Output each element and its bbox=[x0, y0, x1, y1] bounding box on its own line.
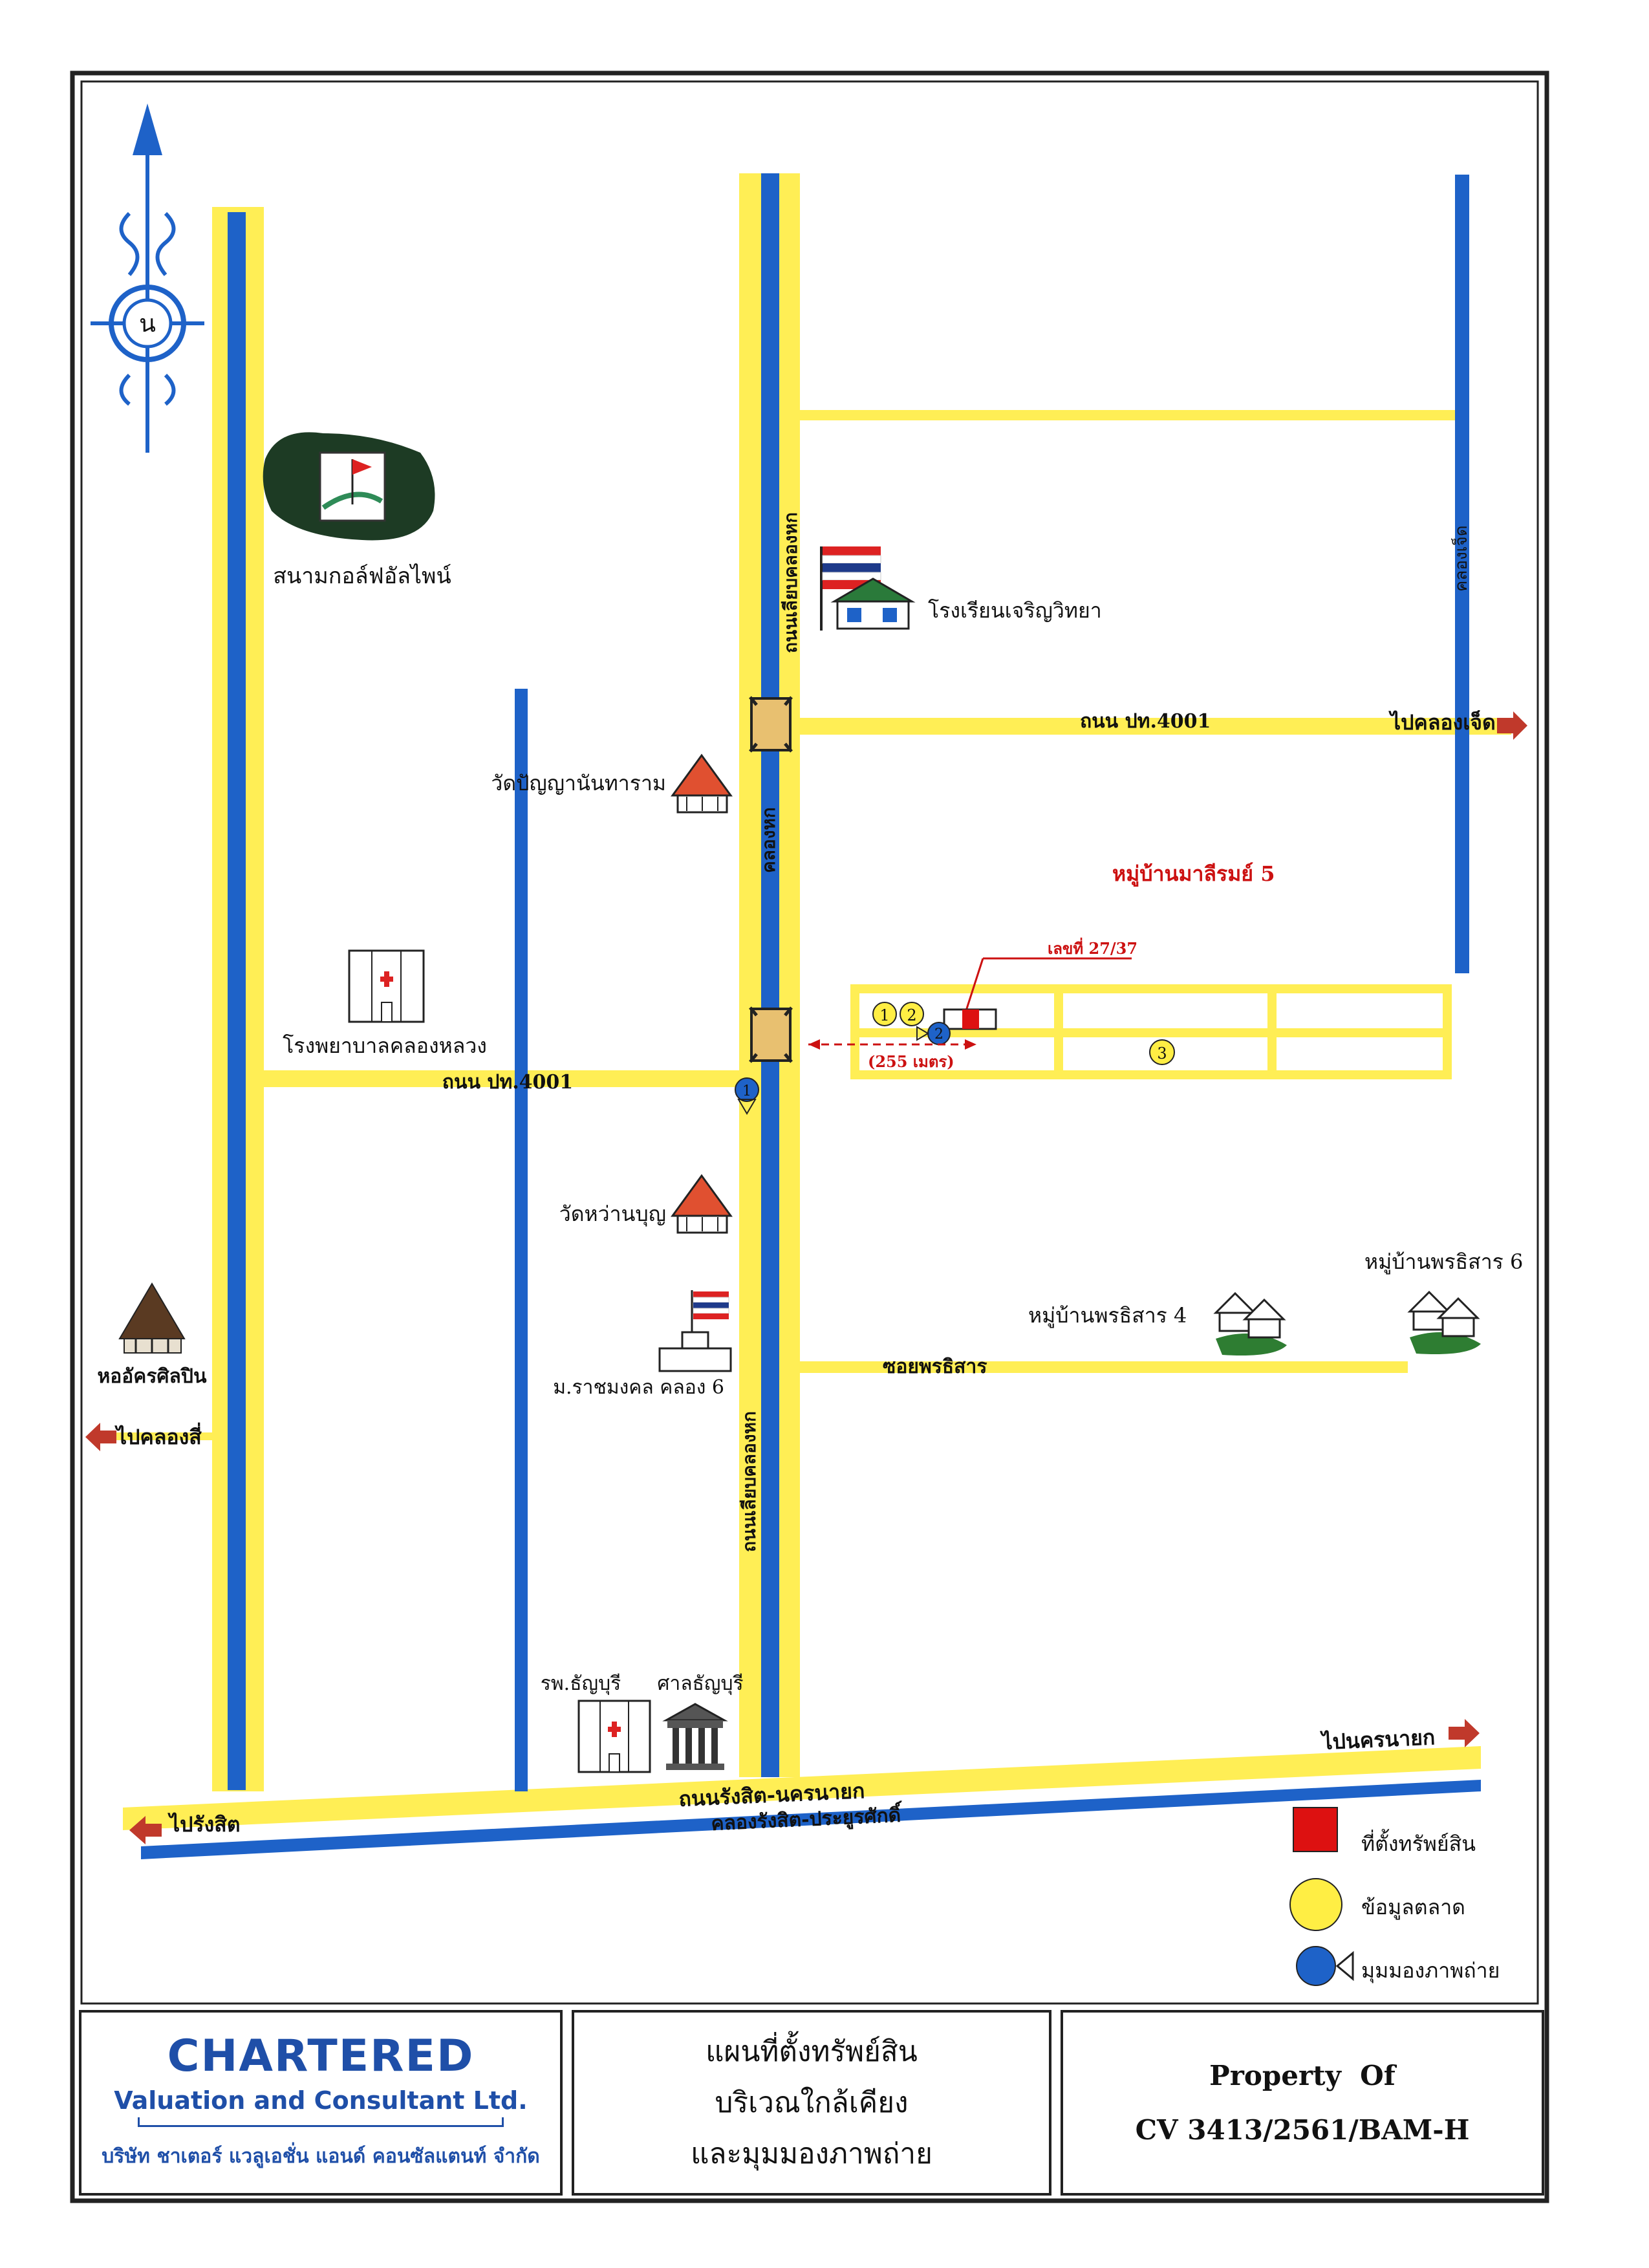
company-box: CHARTERED Valuation and Consultant Ltd. … bbox=[79, 2010, 563, 2196]
village-grid bbox=[850, 984, 1452, 1079]
village-icon bbox=[1213, 1291, 1287, 1355]
temple-icon bbox=[671, 1174, 733, 1234]
market-data-marker bbox=[872, 1002, 897, 1026]
rangsit-canal bbox=[141, 1780, 1481, 1859]
company-thai-name: บริษัท ชาเตอร์ แวลูเอชั่น แอนด์ คอนซัลแต… bbox=[102, 2144, 540, 2168]
arrow-right-icon bbox=[1449, 1719, 1480, 1747]
svg-text:2: 2 bbox=[907, 1006, 916, 1024]
hosp-thanyaburi-label: รพ.ธัญบุรี bbox=[541, 1672, 621, 1696]
arrow-left-icon bbox=[129, 1816, 162, 1844]
temple-icon bbox=[671, 753, 733, 814]
canal-7-label: คลองเจ็ด bbox=[1450, 525, 1471, 592]
title-line-3: และมุมมองภาพถ่าย bbox=[691, 2137, 932, 2171]
bridge-icon bbox=[749, 696, 793, 753]
hospital-icon bbox=[577, 1700, 651, 1773]
to-klong4-label: ไปคลองสี่ bbox=[114, 1422, 202, 1449]
legend-property-swatch bbox=[1293, 1807, 1338, 1852]
company-subtitle: Valuation and Consultant Ltd. bbox=[114, 2086, 528, 2115]
svg-text:2: 2 bbox=[934, 1026, 943, 1042]
legend-view-swatch bbox=[1296, 1946, 1336, 1986]
school-label: โรงเรียนเจริญวิทยา bbox=[928, 598, 1102, 623]
svg-text:3: 3 bbox=[1157, 1044, 1167, 1063]
village-mali-label: หมู่บ้านมาลีรมย์ 5 bbox=[1112, 861, 1275, 887]
court-icon bbox=[662, 1703, 728, 1770]
rmutt-label: ม.ราชมงคล คลอง 6 bbox=[553, 1376, 724, 1399]
outer-frame bbox=[70, 70, 1549, 2203]
distance-label: (255 เมตร) bbox=[868, 1052, 954, 1071]
to-rangsit-label: ไปรังสิต bbox=[167, 1812, 241, 1837]
upper-road bbox=[800, 410, 1458, 420]
school-icon bbox=[820, 546, 916, 631]
canals-layer bbox=[141, 173, 1481, 1859]
market-data-marker bbox=[900, 1002, 924, 1026]
pt4001-left-label: ถนน ปท.4001 bbox=[442, 1071, 573, 1094]
company-underline bbox=[138, 2117, 504, 2127]
court-label: ศาลธัญบุรี bbox=[657, 1672, 743, 1696]
legend-market-label: ข้อมูลตลาด bbox=[1361, 1895, 1465, 1920]
title-line-2: บริเวณใกล้เคียง bbox=[715, 2086, 909, 2119]
wat-wanboon-label: วัดหว่านบุญ bbox=[559, 1202, 666, 1227]
university-icon bbox=[658, 1290, 732, 1372]
property-of-label: Property Of bbox=[1209, 2059, 1396, 2091]
klong-jed-canal bbox=[1455, 175, 1469, 973]
north-compass-icon: น bbox=[91, 103, 204, 453]
property-location-marker bbox=[962, 1010, 979, 1029]
roads-layer bbox=[97, 173, 1511, 1830]
hospital-klongluang-label: โรงพยาบาลคลองหลวง bbox=[283, 1033, 487, 1058]
pt4001-left-road bbox=[259, 1070, 753, 1087]
svg-text:1: 1 bbox=[879, 1006, 889, 1024]
legend-market-swatch bbox=[1289, 1878, 1342, 1931]
pt4001-right-road bbox=[800, 718, 1511, 735]
legend-property-label: ที่ตั้งทรัพย์สิน bbox=[1361, 1829, 1476, 1856]
arrow-right-icon bbox=[1497, 711, 1527, 740]
legend-view-label: มุมมองภาพถ่าย bbox=[1361, 1958, 1500, 1983]
legend: ที่ตั้งทรัพย์สิน ข้อมูลตลาด มุมมองภาพถ่า… bbox=[1289, 1807, 1500, 1986]
village-ps4-label: หมู่บ้านพรธิสาร 4 bbox=[1028, 1303, 1187, 1328]
bridge-icon bbox=[749, 1006, 793, 1063]
market-data-marker bbox=[1149, 1039, 1175, 1065]
title-line-1: แผนที่ตั้งทรัพย์สิน bbox=[706, 2035, 918, 2068]
view-angle-marker: 1 bbox=[735, 1077, 759, 1115]
soi-pornthisan-label: ซอยพรธิสาร bbox=[883, 1355, 987, 1378]
left-canal bbox=[228, 212, 246, 1790]
compass-letter: น bbox=[139, 309, 156, 338]
rangsit-nakhonnayok-road bbox=[123, 1746, 1481, 1830]
klong-hok-road-label-lower: ถนนเลียบคลองหก bbox=[738, 1411, 760, 1552]
to-nakhonnayok-label: ไปนครนายก bbox=[1320, 1725, 1436, 1755]
canal-6-label: คลองหก bbox=[758, 807, 779, 873]
road-to-klong4 bbox=[97, 1432, 246, 1440]
pt4001-right-label: ถนน ปท.4001 bbox=[1080, 710, 1211, 733]
wat-panya-label: วัดปัญญานันทาราม bbox=[491, 771, 666, 795]
property-number-label: เลขที่ 27/37 bbox=[1048, 937, 1137, 958]
reference-box: Property Of CV 3413/2561/BAM-H bbox=[1061, 2010, 1544, 2196]
soi-pornthisan-road bbox=[800, 1361, 1408, 1373]
klong-hok-road-label-upper: ถนนเลียบคลองหก bbox=[780, 512, 801, 653]
golf-label: สนามกอล์ฟอัลไพน์ bbox=[273, 563, 451, 589]
svg-text:1: 1 bbox=[742, 1083, 751, 1099]
klong-hok-canal bbox=[761, 173, 779, 1777]
middle-canal bbox=[515, 689, 528, 1791]
hospital-icon bbox=[348, 949, 425, 1023]
village-icon bbox=[1407, 1290, 1481, 1354]
property-area: เลขที่ 27/37 1 2 3 2 (255 เมตร) bbox=[808, 937, 1175, 1071]
golf-course-icon bbox=[263, 432, 435, 541]
village-ps6-label: หมู่บ้านพรธิสาร 6 bbox=[1364, 1249, 1523, 1275]
arrow-left-icon bbox=[85, 1423, 116, 1451]
art-hall-label: หออัครศิลปิน bbox=[98, 1365, 207, 1388]
title-box: แผนที่ตั้งทรัพย์สิน บริเวณใกล้เคียง และม… bbox=[572, 2010, 1051, 2196]
to-klong7-label: ไปคลองเจ็ด bbox=[1388, 709, 1496, 735]
map-frame bbox=[80, 80, 1539, 2005]
company-name: CHARTERED bbox=[167, 2030, 475, 2082]
reference-number: CV 3413/2561/BAM-H bbox=[1135, 2113, 1470, 2146]
art-hall-icon bbox=[118, 1282, 186, 1354]
